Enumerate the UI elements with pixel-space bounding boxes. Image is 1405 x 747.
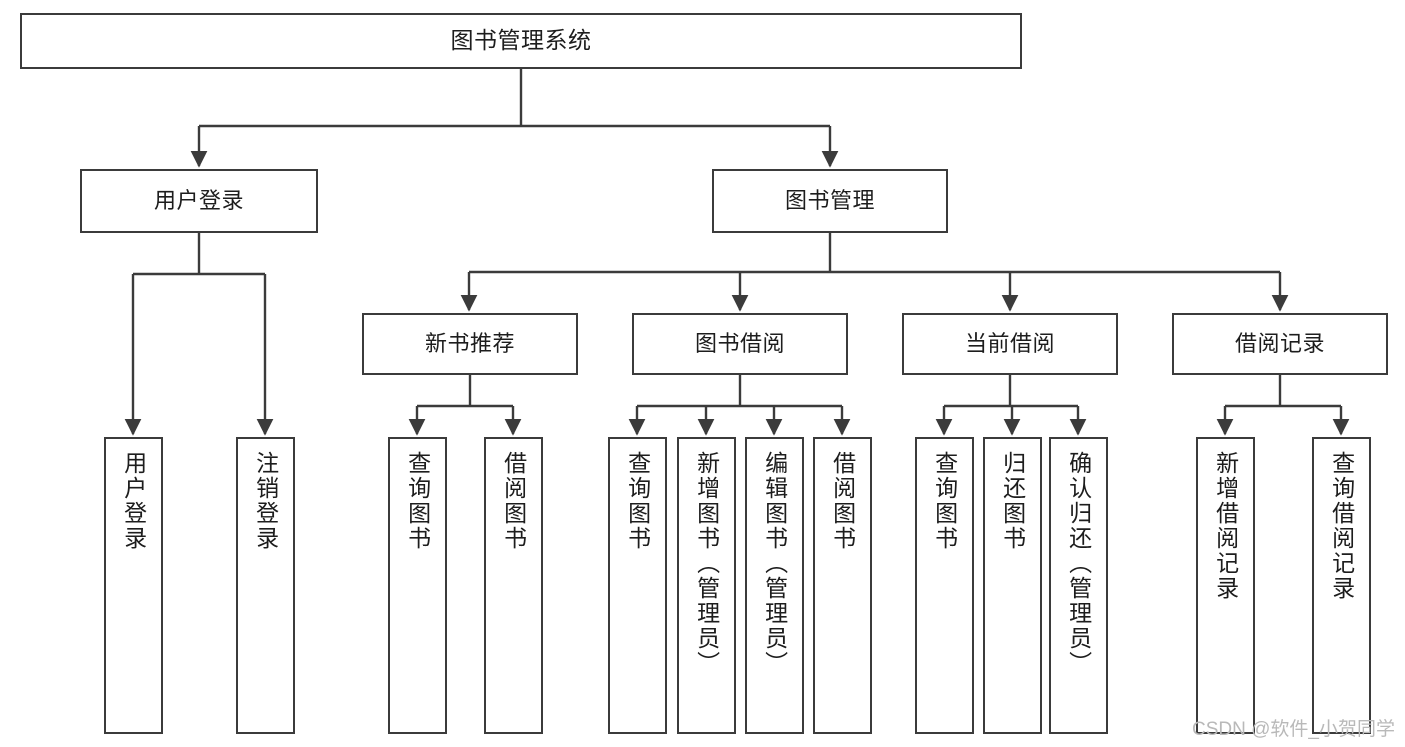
node-label: 图书借阅 [694,331,785,357]
leaf-edit-book-admin[interactable]: 编辑图书（管理员） [745,437,804,734]
node-current-borrow[interactable]: 当前借阅 [902,313,1118,375]
node-book-borrow[interactable]: 图书借阅 [632,313,848,375]
leaf-query-book-borrow[interactable]: 查询图书 [608,437,667,734]
node-label: 图书管理系统 [450,27,592,54]
node-label: 新书推荐 [424,331,515,357]
node-label: 借阅图书 [500,451,527,551]
node-label: 借阅记录 [1234,331,1325,357]
node-label: 用户登录 [120,451,147,551]
leaf-return-book[interactable]: 归还图书 [983,437,1042,734]
leaf-confirm-return-admin[interactable]: 确认归还（管理员） [1049,437,1108,734]
node-label: 查询借阅记录 [1328,451,1355,601]
leaf-add-book-admin[interactable]: 新增图书（管理员） [677,437,736,734]
node-root-book-management-system[interactable]: 图书管理系统 [20,13,1022,69]
node-label: 借阅图书 [829,451,856,551]
leaf-query-book-current[interactable]: 查询图书 [915,437,974,734]
node-label: 注销登录 [252,451,279,551]
node-user-login[interactable]: 用户登录 [80,169,318,233]
node-borrow-record[interactable]: 借阅记录 [1172,313,1388,375]
leaf-borrow-book[interactable]: 借阅图书 [813,437,872,734]
leaf-borrow-book-new-rec[interactable]: 借阅图书 [484,437,543,734]
leaf-query-borrow-record[interactable]: 查询借阅记录 [1312,437,1371,734]
node-label: 确认归还（管理员） [1065,451,1092,676]
leaf-user-login[interactable]: 用户登录 [104,437,163,734]
node-label: 新增图书（管理员） [693,451,720,676]
node-book-management[interactable]: 图书管理 [712,169,948,233]
node-label: 图书管理 [784,188,875,214]
leaf-query-book-new-rec[interactable]: 查询图书 [388,437,447,734]
node-label: 查询图书 [624,451,651,551]
node-new-book-recommend[interactable]: 新书推荐 [362,313,578,375]
node-label: 新增借阅记录 [1212,451,1239,601]
node-label: 归还图书 [999,451,1026,551]
csdn-watermark: CSDN @软件_小贺同学 [1192,719,1395,740]
leaf-add-borrow-record[interactable]: 新增借阅记录 [1196,437,1255,734]
node-label: 当前借阅 [964,331,1055,357]
leaf-logout-login[interactable]: 注销登录 [236,437,295,734]
node-label: 查询图书 [931,451,958,551]
node-label: 编辑图书（管理员） [761,451,788,676]
node-label: 用户登录 [153,188,244,214]
node-label: 查询图书 [404,451,431,551]
